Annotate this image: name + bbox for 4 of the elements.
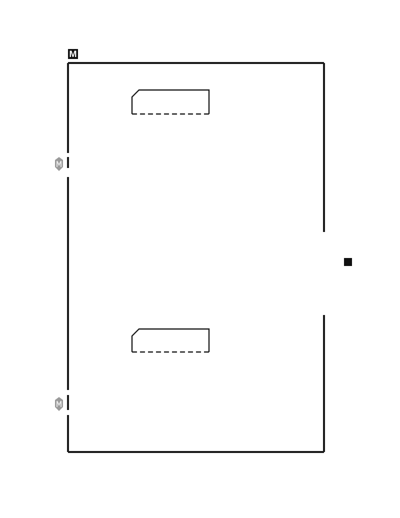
frame-panel — [67, 62, 325, 453]
mode-letter: M — [68, 49, 78, 59]
card-outline — [131, 328, 210, 353]
card-outline — [131, 89, 210, 115]
